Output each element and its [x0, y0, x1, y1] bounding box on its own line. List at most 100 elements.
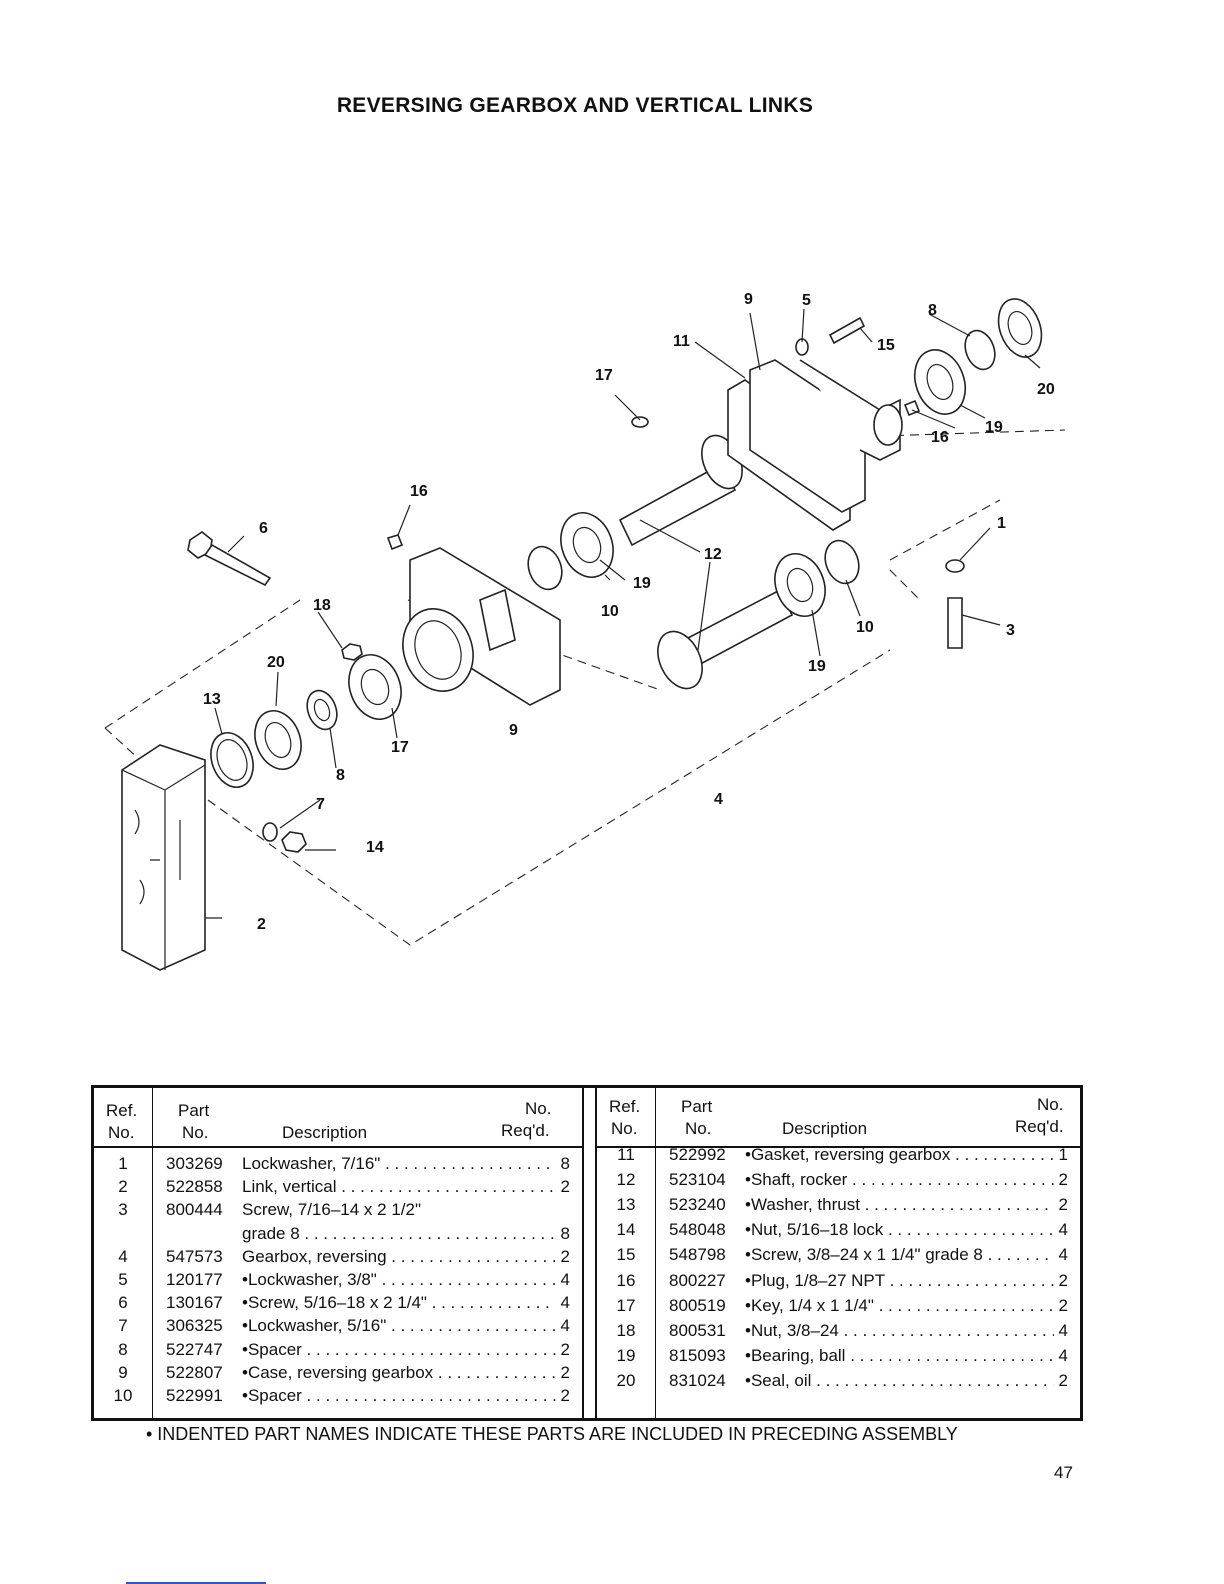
quantity-cell: 4 [560, 1293, 570, 1313]
description-cell: •Spacer [242, 1338, 556, 1361]
part-number-cell: 831024 [669, 1370, 726, 1390]
header-description: Description [282, 1123, 368, 1142]
quantity-cell: 2 [1058, 1370, 1068, 1390]
ref-cell: 14 [616, 1220, 636, 1240]
quantity-cell: 2 [560, 1177, 570, 1197]
description-cell: Link, vertical [242, 1175, 556, 1198]
ref-cell: 18 [616, 1320, 636, 1340]
table-row: 3 800444 Screw, 7/16–14 x 2 1/2" [94, 1198, 582, 1221]
callout-13: 13 [203, 691, 221, 708]
quantity-cell: 2 [560, 1386, 570, 1405]
ref-cell: 13 [616, 1195, 636, 1215]
quantity-cell: 2 [1058, 1270, 1068, 1290]
description-cell: •Screw, 3/8–24 x 1 1/4" grade 8 [745, 1243, 1054, 1266]
table-row: 13 523240 •Washer, thrust2 [597, 1193, 1080, 1216]
description-cell: •Case, reversing gearbox [242, 1361, 556, 1384]
callout-15: 15 [877, 337, 895, 354]
vertical-link-part [121, 744, 206, 971]
table-row: 8 522747 •Spacer2 [94, 1338, 582, 1361]
ref-cell: 11 [617, 1145, 635, 1164]
callout-8: 8 [928, 302, 937, 319]
page-title: REVERSING GEARBOX AND VERTICAL LINKS [336, 94, 814, 117]
header-req-1: No. [525, 1099, 552, 1118]
header-part-1: Part [178, 1101, 210, 1120]
part-number-cell: 523104 [669, 1170, 726, 1190]
header-req-2: Req'd. [501, 1121, 550, 1140]
callout-17: 17 [595, 367, 613, 384]
description-cell: •Nut, 5/16–18 lock [745, 1218, 1054, 1241]
gearbox-case-right [749, 359, 903, 513]
header-description-right: Description [782, 1119, 868, 1138]
ref-cell: 3 [118, 1200, 128, 1220]
callout-9: 9 [744, 291, 753, 308]
quantity-cell: 4 [1058, 1345, 1068, 1365]
description-cell: •Lockwasher, 5/16" [242, 1314, 556, 1337]
callout-8b: 8 [336, 767, 345, 784]
part-number-cell: 522991 [166, 1386, 223, 1405]
callout-3: 3 [1006, 622, 1015, 639]
ref-cell: 8 [118, 1339, 128, 1359]
description-cell: •Plug, 1/8–27 NPT [745, 1269, 1054, 1292]
header-ref-2-right: No. [611, 1119, 638, 1138]
quantity-cell: 4 [560, 1270, 570, 1289]
description-cell: •Shaft, rocker [745, 1168, 1054, 1191]
callout-16b: 16 [931, 429, 949, 446]
ref-cell: 6 [118, 1293, 128, 1313]
callout-16: 16 [410, 483, 428, 500]
ref-cell: 1 [118, 1154, 128, 1173]
callout-4: 4 [714, 791, 723, 808]
part-number-cell: 800227 [669, 1270, 726, 1290]
callout-19: 19 [633, 575, 651, 592]
ref-cell: 10 [113, 1386, 133, 1405]
part-number-cell: 548048 [669, 1220, 726, 1240]
header-ref-2: No. [108, 1123, 135, 1142]
part-number-cell: 800531 [669, 1320, 726, 1340]
description-cell: •Gasket, reversing gearbox [745, 1143, 1054, 1166]
quantity-cell: 2 [1058, 1295, 1068, 1315]
callout-10b: 10 [856, 619, 874, 636]
quantity-cell: 4 [1058, 1320, 1068, 1340]
callout-17b: 17 [391, 739, 409, 756]
description-cell: Gearbox, reversing [242, 1245, 556, 1268]
description-cell: Screw, 7/16–14 x 2 1/2" [242, 1200, 421, 1220]
part-number-cell: 120177 [166, 1270, 223, 1289]
callout-1: 1 [997, 515, 1006, 532]
part-number-cell: 800519 [669, 1295, 726, 1315]
quantity-cell: 2 [1058, 1195, 1068, 1215]
description-cell: •Key, 1/4 x 1 1/4" [745, 1294, 1054, 1317]
ref-cell: 5 [118, 1270, 128, 1289]
callout-12: 12 [704, 546, 722, 563]
header-part-2-right: No. [685, 1119, 712, 1138]
callout-20: 20 [267, 654, 285, 671]
table-row: 20 831024 •Seal, oil2 [597, 1369, 1080, 1392]
quantity-cell: 1 [1058, 1145, 1068, 1164]
ref-cell: 9 [118, 1362, 128, 1382]
part-number-cell: 522858 [166, 1177, 223, 1197]
part-number-cell: 800444 [166, 1200, 223, 1220]
quantity-cell: 2 [560, 1339, 570, 1359]
callout-19c: 19 [985, 419, 1003, 436]
ref-cell: 12 [616, 1170, 636, 1190]
header-ref-1-right: Ref. [609, 1097, 641, 1116]
part-number-cell: 306325 [166, 1316, 223, 1336]
part-number-cell: 523240 [669, 1195, 726, 1215]
part-number-cell: 522747 [166, 1339, 223, 1359]
ref-cell: 20 [616, 1370, 636, 1390]
quantity-cell: 4 [1058, 1245, 1068, 1265]
header-part-1-right: Part [681, 1097, 713, 1116]
quantity-cell: 2 [560, 1246, 570, 1266]
part-number-cell: 303269 [166, 1154, 223, 1173]
description-cell: •Washer, thrust [745, 1193, 1054, 1216]
description-cell: •Seal, oil [745, 1369, 1054, 1392]
